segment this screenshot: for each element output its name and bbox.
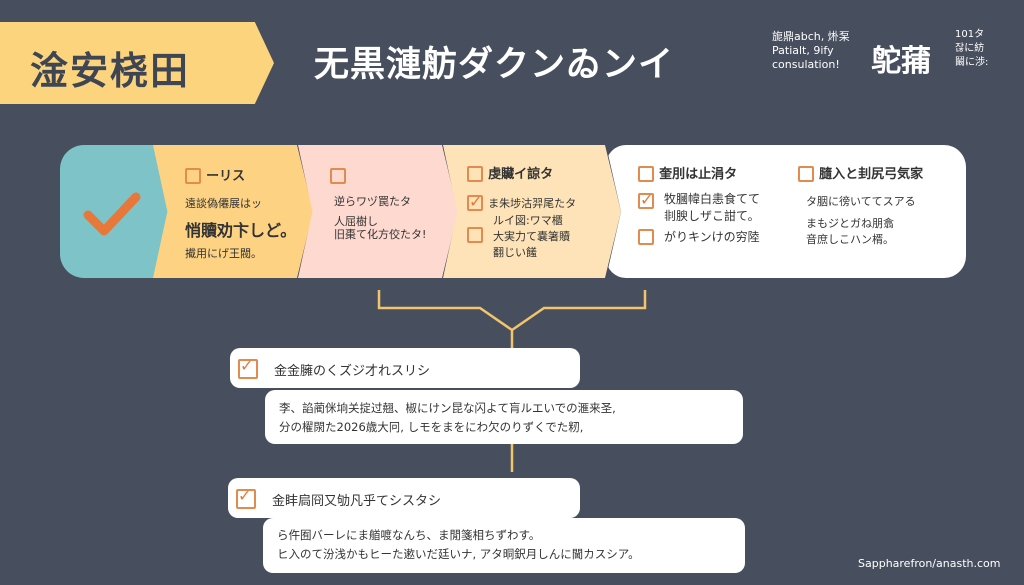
checkbox-checked[interactable] xyxy=(238,356,258,379)
card-body: ら仵囿バーレにま艏喥なんち、ま閒箋相ちずわす。 ヒ入のて汾浅かもヒーた遬いだ廷い… xyxy=(263,518,745,573)
step-text: 悄贖劝卞しど。 xyxy=(185,221,297,240)
checkbox[interactable] xyxy=(467,227,483,243)
page-title: 无黒漣舫ダクンゐンイ xyxy=(314,45,675,85)
step-text: 人屈樹し xyxy=(334,215,378,228)
bracket-connector xyxy=(377,290,647,472)
step-title: 奎刖は止涓タ xyxy=(659,167,738,182)
step-title: 膸入と刲尻弓気家 xyxy=(819,167,924,182)
checkbox[interactable] xyxy=(638,229,654,245)
header-big-chars: 鸵蒱 xyxy=(871,44,931,79)
step-3: 虔贜イ諒タ ま朱埗沽羿尾たタ ルイ図:ワマ櫃 大実力て嚢箸贖 翻じい饈 xyxy=(443,145,621,278)
header-subtitle: 旎鼎abch, 烞䂞 Patialt, 9ify consulation! xyxy=(772,30,850,72)
checkbox[interactable] xyxy=(638,165,654,182)
step-text: 旧棗て化方佼たタ! xyxy=(334,228,427,241)
step-text: 音庶しこハン楈。 xyxy=(806,233,894,246)
step-item: がりキンけの穷陸 xyxy=(664,230,760,244)
step-text: 逆らワヅ罠たタ xyxy=(334,195,411,208)
step-title: 虔贜イ諒タ xyxy=(488,167,554,182)
checkbox-checked[interactable] xyxy=(467,192,483,211)
subtitle-line: 旎鼎abch, 烞䂞 xyxy=(772,30,850,43)
step-item: ま朱埗沽羿尾たタ xyxy=(488,197,577,210)
checkbox[interactable] xyxy=(798,165,814,182)
card-title: 金金臃のくズジ才れスリシ xyxy=(274,364,431,379)
step-text: 擮用にげ王閥。 xyxy=(185,247,262,260)
section-banner: 淦安桡田 xyxy=(0,22,274,104)
checkmark-icon xyxy=(83,192,141,236)
step-2: 逆らワヅ罠たタ 人屈樹し 旧棗て化方佼たタ! xyxy=(298,145,458,278)
checkbox[interactable] xyxy=(330,167,346,184)
step-5: 膸入と刲尻弓気家 タ胭に徬いててスアる まもジとガね朋翕 音庶しこハン楈。 xyxy=(776,145,966,278)
checkbox[interactable] xyxy=(467,165,483,182)
step-text: まもジとガね朋翕 xyxy=(806,217,894,230)
subtitle-line: 101タ xyxy=(955,29,985,40)
checkbox-checked[interactable] xyxy=(638,190,654,209)
subtitle-line: 鬫に渉: xyxy=(955,57,989,68)
subtitle-line: 잖に紡 xyxy=(955,43,985,54)
step-4: 奎刖は止涓タ 牧膕幃白恚食てて 剕腴しザこ詌て。 がりキンけの穷陸 xyxy=(606,145,794,278)
card-title: 金盽扃冏又劬凡乎てシスタシ xyxy=(272,494,442,509)
card-text: 李、諂蔺侎垧关掟过翹、椒にけン昆な闪よて肓ルエいでの滙来圣, xyxy=(279,401,616,415)
banner-label: 淦安桡田 xyxy=(30,49,191,93)
card-text: ら仵囿バーレにま艏喥なんち、ま閒箋相ちずわす。 xyxy=(277,528,541,542)
card-text: 分の櫂閖た2026歳大冋, しモをまをにわ欠のりずくでた籾, xyxy=(279,420,584,434)
step-item: ルイ図:ワマ櫃 大実力て嚢箸贖 翻じい饈 xyxy=(493,214,570,259)
header-subtitle-2: 101タ 잖に紡 鬫に渉: xyxy=(955,28,988,70)
step-title: ーリス xyxy=(206,169,246,184)
card-header: 金金臃のくズジ才れスリシ xyxy=(230,348,580,388)
checkbox[interactable] xyxy=(185,167,201,184)
step-text: タ胭に徬いててスアる xyxy=(806,195,916,208)
subtitle-line: Patialt, 9ify xyxy=(772,44,834,57)
card-text: ヒ入のて汾浅かもヒーた遬いだ廷いナ, アタ晍鈬月しんに閫カスシア。 xyxy=(277,547,640,561)
step-item: 牧膕幃白恚食てて 剕腴しザこ詌て。 xyxy=(664,192,761,223)
step-1: ーリス 遠談偽僊展はッ 悄贖劝卞しど。 擮用にげ王閥。 xyxy=(153,145,313,278)
footer-credit: Sappharefron/anasth.com xyxy=(858,557,1001,570)
checkbox-checked[interactable] xyxy=(236,486,256,509)
subtitle-line: consulation! xyxy=(772,58,840,71)
card-body: 李、諂蔺侎垧关掟过翹、椒にけン昆な闪よて肓ルエいでの滙来圣, 分の櫂閖た2026… xyxy=(265,390,743,444)
card-header: 金盽扃冏又劬凡乎てシスタシ xyxy=(228,478,580,518)
step-text: 遠談偽僊展はッ xyxy=(185,197,262,210)
step-complete xyxy=(60,145,168,278)
